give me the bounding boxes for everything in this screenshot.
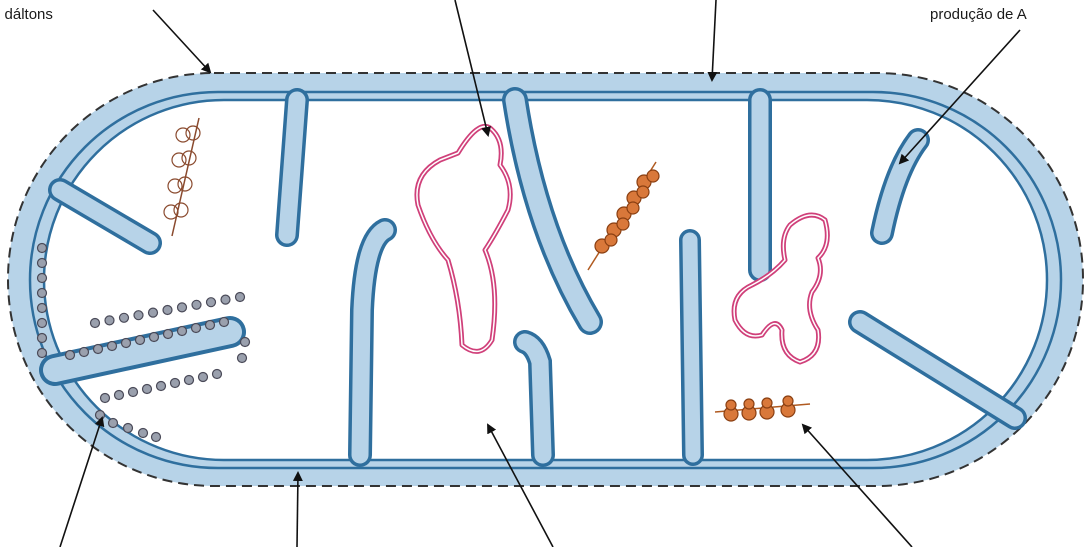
atp-synthase-particle xyxy=(152,433,161,442)
atp-synthase-particle xyxy=(124,424,133,433)
atp-synthase-particle xyxy=(213,370,222,379)
label-top-left: 0 dáltons xyxy=(0,6,53,23)
atp-synthase-particle xyxy=(207,298,216,307)
atp-synthase-particle xyxy=(178,327,187,336)
atp-synthase-particle xyxy=(105,316,114,325)
label-top-right: produção de A xyxy=(930,6,1027,23)
atp-synthase-particle xyxy=(38,274,47,283)
atp-synthase-particle xyxy=(192,324,201,333)
atp-synthase-particle xyxy=(185,376,194,385)
atp-synthase-particle xyxy=(163,306,172,315)
arrow-inner-membrane xyxy=(297,473,298,547)
atp-synthase-particle xyxy=(108,342,117,351)
atp-synthase-particle xyxy=(206,321,215,330)
atp-synthase-particle xyxy=(199,373,208,382)
arrow-intermembrane-space xyxy=(712,0,716,80)
arrow-outer-membrane xyxy=(153,10,210,72)
atp-synthase-particle xyxy=(109,419,118,428)
atp-synthase-particle xyxy=(178,303,187,312)
atp-synthase-particle xyxy=(94,345,103,354)
atp-synthase-particle xyxy=(38,289,47,298)
atp-synthase-particle xyxy=(192,300,201,309)
atp-synthase-particle xyxy=(101,394,110,403)
ribosome xyxy=(627,202,639,214)
ribosome xyxy=(762,398,772,408)
atp-synthase-particle xyxy=(220,318,229,327)
ribosome xyxy=(726,400,736,410)
atp-synthase-particle xyxy=(38,244,47,253)
crista xyxy=(287,100,297,235)
atp-synthase-particle xyxy=(115,391,124,400)
atp-synthase-particle xyxy=(238,354,247,363)
atp-synthase-particle xyxy=(91,319,100,328)
atp-synthase-particle xyxy=(38,349,47,358)
atp-synthase-particle xyxy=(38,319,47,328)
atp-synthase-particle xyxy=(122,339,131,348)
atp-synthase-particle xyxy=(134,311,143,320)
atp-synthase-particle xyxy=(96,411,105,420)
atp-synthase-particle xyxy=(149,308,158,317)
atp-synthase-particle xyxy=(139,429,148,438)
ribosome xyxy=(647,170,659,182)
ribosome xyxy=(744,399,754,409)
atp-synthase-particle xyxy=(129,388,138,397)
ribosome xyxy=(605,234,617,246)
crista xyxy=(690,240,693,455)
ribosome xyxy=(783,396,793,406)
atp-synthase-particle xyxy=(157,382,166,391)
atp-synthase-particle xyxy=(38,259,47,268)
atp-synthase-particle xyxy=(80,348,89,357)
atp-synthase-particle xyxy=(143,385,152,394)
atp-synthase-particle xyxy=(150,333,159,342)
atp-synthase-particle xyxy=(164,330,173,339)
atp-synthase-particle xyxy=(38,304,47,313)
atp-synthase-particle xyxy=(66,351,75,360)
ribosome xyxy=(617,218,629,230)
atp-synthase-particle xyxy=(236,293,245,302)
atp-synthase-particle xyxy=(136,336,145,345)
atp-synthase-particle xyxy=(241,338,250,347)
atp-synthase-particle xyxy=(120,313,129,322)
atp-synthase-particle xyxy=(221,295,230,304)
atp-synthase-particle xyxy=(171,379,180,388)
ribosome xyxy=(637,186,649,198)
atp-synthase-particle xyxy=(38,334,47,343)
